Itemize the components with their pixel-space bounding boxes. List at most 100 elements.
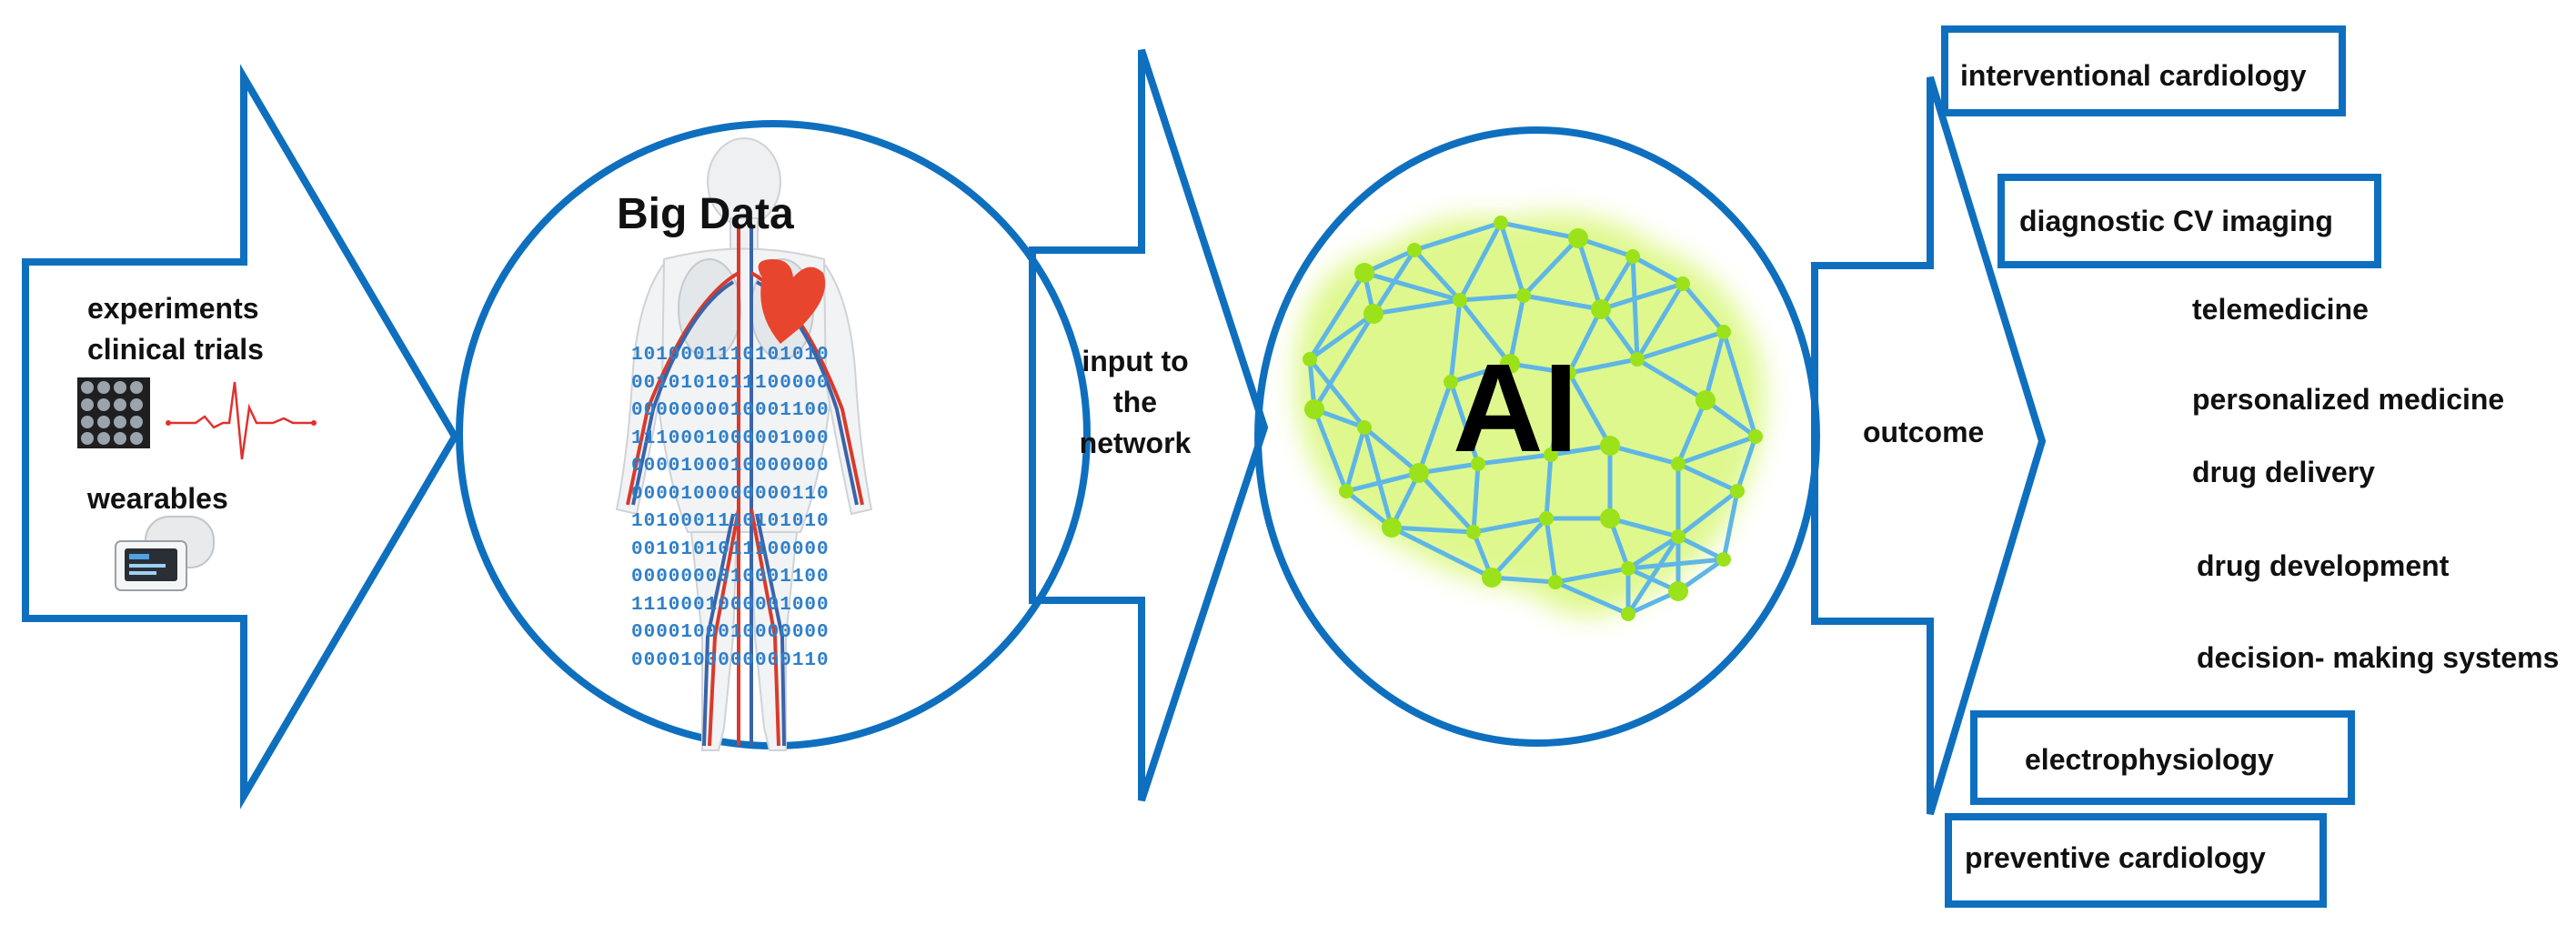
network-edge xyxy=(1477,452,1552,467)
network-edge xyxy=(1450,361,1511,385)
network-edge xyxy=(1523,293,1602,312)
network-node xyxy=(1696,390,1716,410)
input-arrow xyxy=(22,64,459,809)
outcome-interventional-cardiology: interventional cardiology xyxy=(1960,59,2307,92)
network-edge xyxy=(1600,281,1684,312)
network-edge xyxy=(1448,381,1481,465)
network-edge xyxy=(1721,331,1758,437)
network-node xyxy=(1591,299,1611,319)
network-node xyxy=(1494,216,1508,230)
network-node xyxy=(1466,525,1481,539)
network-node xyxy=(1675,276,1690,291)
network-edge xyxy=(1414,220,1502,253)
network-edge xyxy=(1626,534,1680,571)
network-edge xyxy=(1544,454,1554,519)
network-node xyxy=(1382,518,1402,538)
network-edge xyxy=(1598,307,1640,361)
binary-line: 0000000010001100 xyxy=(631,400,830,421)
network-edge xyxy=(1471,463,1481,533)
network-edge xyxy=(1566,307,1604,375)
network-edge xyxy=(1627,557,1725,571)
network-node xyxy=(1562,366,1576,380)
network-node xyxy=(1600,508,1620,528)
outcome-box-electrophysiology xyxy=(1970,710,2355,805)
network-edge xyxy=(1735,436,1758,492)
network-edge xyxy=(1609,443,1679,467)
network-node xyxy=(1500,354,1520,374)
binary-line: 0000100010000000 xyxy=(631,456,830,477)
smartwatch-icon xyxy=(115,516,215,591)
network-edge xyxy=(1500,220,1579,241)
network-input-arrow xyxy=(1029,48,1269,802)
network-edge xyxy=(1554,579,1630,617)
network-edge xyxy=(1677,434,1756,467)
network-edge xyxy=(1676,534,1726,562)
network-node xyxy=(1544,447,1558,462)
network-node xyxy=(1730,484,1745,498)
network-node xyxy=(1444,375,1458,389)
binary-line: 1010001110101010 xyxy=(631,511,830,532)
network-edge xyxy=(1308,357,1366,429)
network-node xyxy=(1600,436,1620,456)
outcome-box-preventive xyxy=(1945,813,2327,908)
network-edge xyxy=(1676,461,1739,494)
network-node xyxy=(1482,568,1502,588)
network-edge xyxy=(1307,271,1367,361)
network-node xyxy=(1357,420,1372,435)
outcome-label: outcome xyxy=(1863,416,1985,448)
network-edge xyxy=(1507,295,1526,365)
network-edge xyxy=(1704,397,1757,439)
network-node xyxy=(1409,463,1429,483)
network-node xyxy=(1539,511,1554,526)
outcome-personalized-medicine: personalized medicine xyxy=(2192,383,2505,416)
network-node xyxy=(1471,457,1485,471)
outcome-diagnostic-cv-imaging: diagnostic CV imaging xyxy=(2019,205,2333,237)
network-input-line1: input to xyxy=(1082,345,1189,377)
network-edge xyxy=(1625,535,1681,616)
network-edge xyxy=(1417,471,1475,534)
network-node xyxy=(1363,304,1384,324)
network-node xyxy=(1354,263,1374,283)
input-label-wearables: wearables xyxy=(87,482,228,515)
network-node xyxy=(1621,607,1635,621)
network-edge xyxy=(1362,427,1394,528)
human-circulatory-system-icon xyxy=(615,137,873,751)
network-node xyxy=(1407,243,1422,257)
network-edge xyxy=(1630,256,1640,360)
network-edge xyxy=(1598,255,1635,311)
network-edge xyxy=(1568,357,1638,376)
input-label-experiments: experiments xyxy=(87,292,259,325)
network-node xyxy=(1339,484,1353,498)
network-edge xyxy=(1413,248,1462,302)
ai-label: AI xyxy=(1453,338,1578,478)
network-node xyxy=(1304,399,1324,419)
network-edge xyxy=(1491,575,1556,585)
network-edge xyxy=(1371,248,1417,316)
network-edge xyxy=(1609,516,1679,539)
network-node xyxy=(1621,561,1635,576)
network-node xyxy=(1716,552,1731,567)
network-edge xyxy=(1635,357,1707,403)
binary-line: 0000100000000110 xyxy=(631,649,830,671)
network-edge xyxy=(1308,311,1375,362)
network-node xyxy=(1453,293,1467,307)
network-edge xyxy=(1345,470,1420,494)
network-edge xyxy=(1636,329,1725,362)
outcome-decision-making-systems: decision- making systems xyxy=(2197,641,2560,674)
network-edge xyxy=(1448,299,1463,383)
network-edge xyxy=(1681,282,1726,334)
outcome-telemedicine: telemedicine xyxy=(2192,293,2369,326)
network-edge xyxy=(1544,518,1558,583)
network-edge xyxy=(1312,408,1349,492)
network-node xyxy=(1516,288,1531,303)
network-node xyxy=(1671,529,1685,544)
neural-network-brain-icon xyxy=(1295,213,1766,621)
outcome-drug-delivery: drug delivery xyxy=(2192,456,2375,488)
network-edge xyxy=(1675,399,1708,465)
network-edge xyxy=(1363,426,1421,475)
binary-line: 0000000010001100 xyxy=(631,567,830,588)
network-edge xyxy=(1363,270,1461,303)
outcome-box-interventional xyxy=(1941,25,2346,116)
